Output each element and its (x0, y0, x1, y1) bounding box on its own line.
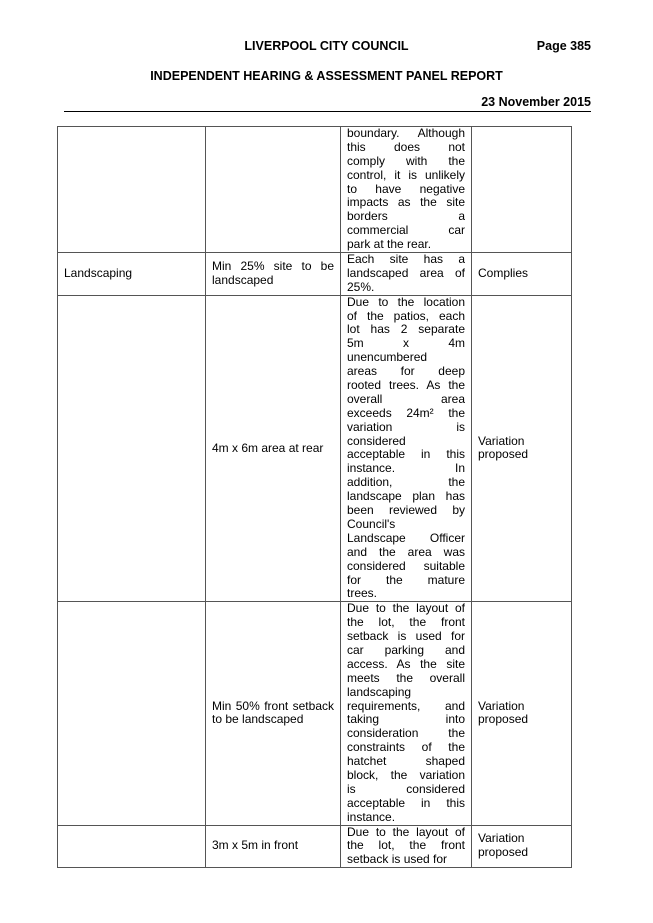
comment-line: unencumbered (347, 351, 428, 365)
comment-line: and the area was (347, 545, 465, 559)
element-cell: Landscaping (57, 252, 206, 296)
comment-line: considered (347, 434, 406, 448)
comment-line: meets the overall (347, 671, 465, 685)
comment-line: consideration the (347, 727, 465, 741)
report-date: 23 November 2015 (481, 95, 591, 109)
comment-line: 25%. (347, 280, 375, 294)
comment-line: areas for deep (347, 365, 465, 379)
header-rule (64, 111, 591, 112)
comment-line: the lot, the front (347, 616, 465, 630)
comment-line: landscape plan has (347, 490, 465, 504)
comment-line: instance. In (347, 462, 465, 476)
status-cell (471, 125, 572, 254)
comment-line: hatchet shaped (347, 755, 465, 769)
comment-line: been reviewed by (347, 504, 465, 518)
comment-line: acceptable in this (347, 448, 465, 462)
comment-line: commercial car (347, 224, 465, 238)
comment-line: control, it is unlikely (347, 168, 465, 182)
element-cell (57, 824, 206, 869)
comment-line: exceeds 24m² the (347, 406, 465, 420)
comment-line: landscaping (347, 685, 412, 699)
comment-line: setback is used for (347, 630, 465, 644)
comment-line: access. As the site (347, 657, 465, 671)
comment-line: park at the rear. (347, 238, 432, 252)
comment-line: for the mature (347, 573, 465, 587)
comment-line: constraints of the (347, 741, 465, 755)
comment-line: requirements, and (347, 699, 465, 713)
comment-line: lot has 2 separate (347, 323, 465, 337)
element-cell (57, 601, 206, 826)
comment-line: landscaped area of (347, 266, 465, 280)
comment-line: of the patios, each (347, 309, 465, 323)
comment-line: instance. (347, 810, 396, 824)
comment-line: Each site has a (347, 253, 465, 267)
comment-line: setback is used for (347, 853, 448, 867)
status-cell: Variation proposed (471, 824, 572, 869)
requirement-cell: Min 50% front setback to be landscaped (205, 601, 341, 826)
comment-line: Due to the layout of (347, 602, 465, 616)
comment-line: variation is (347, 420, 465, 434)
element-cell (57, 294, 206, 603)
requirement-cell: 3m x 5m in front (205, 824, 341, 869)
comment-line: Due to the layout of (347, 825, 465, 839)
comment-line: to have negative (347, 182, 465, 196)
status-cell: Complies (471, 252, 572, 296)
comment-line: acceptable in this (347, 796, 465, 810)
comment-line: rooted trees. As the (347, 379, 465, 393)
status-cell: Variation proposed (471, 294, 572, 603)
comment-line: impacts as the site (347, 196, 465, 210)
comment-line: addition, the (347, 476, 465, 490)
comment-line: overall area (347, 392, 465, 406)
comment-line: Due to the location (347, 295, 465, 309)
report-title: INDEPENDENT HEARING & ASSESSMENT PANEL R… (150, 69, 503, 83)
comment-line: taking into (347, 713, 465, 727)
comment-line: Council's (347, 517, 396, 531)
requirement-cell (205, 125, 341, 254)
comment-line: Landscape Officer (347, 531, 465, 545)
page-number: Page 385 (536, 39, 591, 53)
comment-line: the lot, the front (347, 839, 465, 853)
comment-line: car parking and (347, 643, 465, 657)
council-name: LIVERPOOL CITY COUNCIL (244, 39, 409, 53)
requirement-cell: Min 25% site to be landscaped (205, 252, 341, 296)
comment-line: considered suitable (347, 559, 465, 573)
comment-line: this does not (347, 140, 465, 154)
status-cell: Variation proposed (471, 601, 572, 826)
comment-line: block, the variation (347, 768, 465, 782)
comment-line: is considered (347, 782, 465, 796)
comment-line: borders a (347, 210, 465, 224)
comment-line: boundary. Although (347, 127, 465, 140)
comment-line: 5m x 4m (347, 337, 465, 351)
comment-line: trees. (347, 587, 378, 601)
requirement-cell: 4m x 6m area at rear (205, 294, 341, 603)
element-cell (57, 125, 206, 254)
comment-line: comply with the (347, 154, 465, 168)
